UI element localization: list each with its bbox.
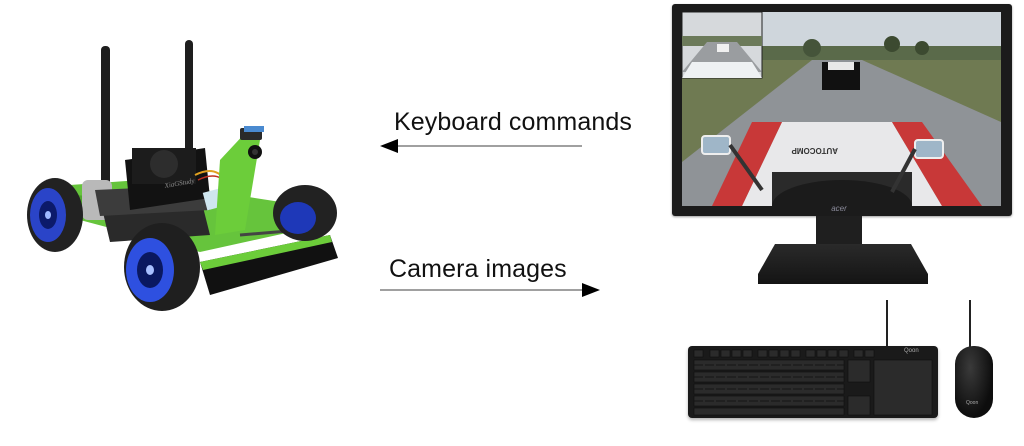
svg-text:AUTOCOMP: AUTOCOMP <box>791 146 838 155</box>
antenna-right <box>185 40 193 170</box>
mouse-brand-label: Qoon <box>966 400 979 406</box>
racing-view-image: AUTOCOMP <box>682 12 1001 206</box>
antenna-left <box>101 46 110 206</box>
wheel-rear-left <box>27 178 83 252</box>
arrow-right-icon <box>380 283 600 297</box>
camera-images-label: Camera images <box>389 255 567 283</box>
monitor-screen: AUTOCOMP <box>682 12 1001 206</box>
arrow-left-icon <box>380 139 582 153</box>
robot-car: XiaGStudy <box>0 30 360 320</box>
mouse <box>955 346 993 418</box>
wheel-rear-right <box>273 185 337 241</box>
keyboard-brand-label: Qoon <box>904 348 919 354</box>
robot-car-illustration: XiaGStudy <box>27 40 338 311</box>
mouse-cable <box>969 300 971 348</box>
keyboard-keys <box>693 349 933 416</box>
keyboard-commands-label: Keyboard commands <box>394 108 632 136</box>
monitor-stand-base <box>758 244 928 284</box>
monitor-brand-logo: acer <box>831 204 847 213</box>
wheel-front-left <box>124 223 200 311</box>
pip-camera-feed <box>682 12 763 79</box>
keyboard <box>688 346 938 418</box>
keyboard-cable <box>886 300 888 348</box>
